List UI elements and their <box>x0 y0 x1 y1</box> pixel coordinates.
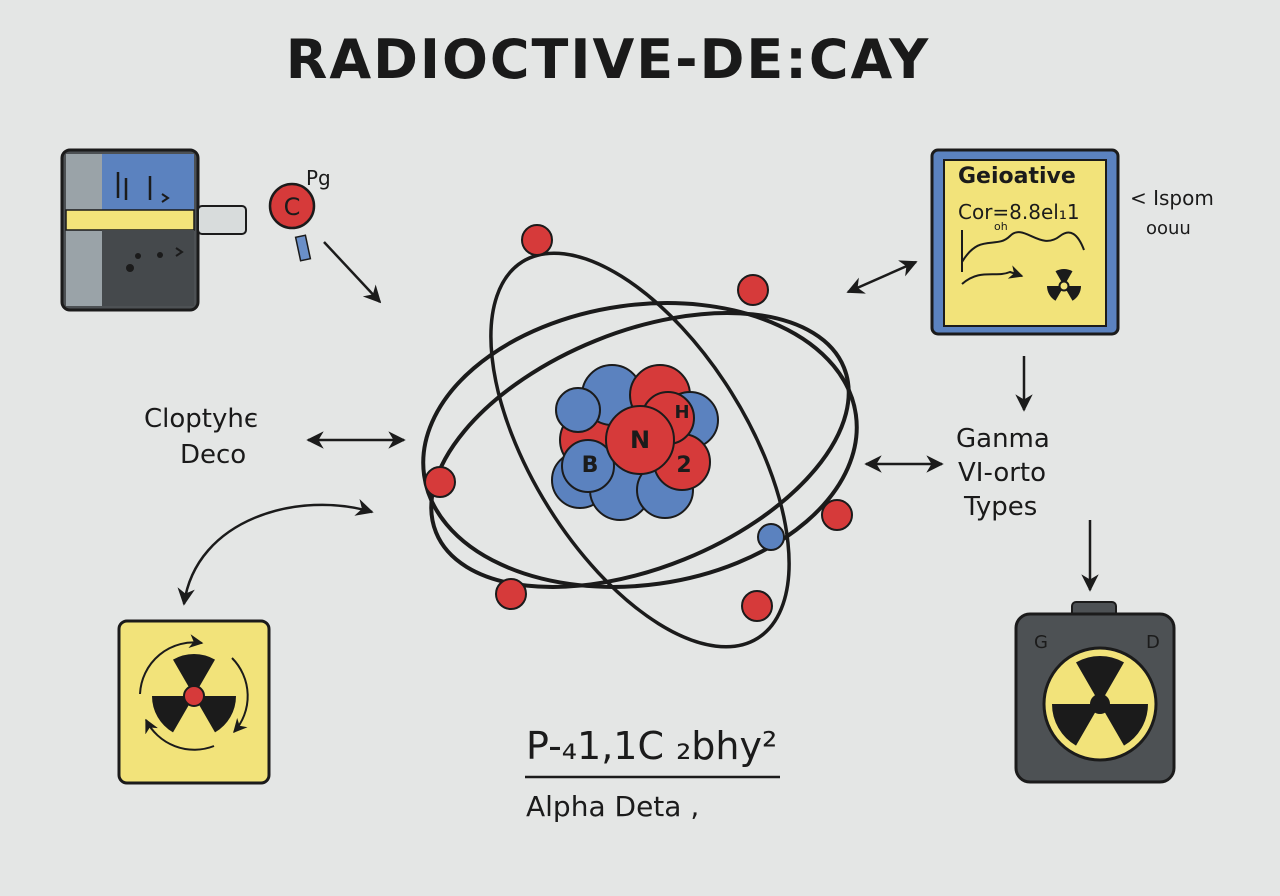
side-note-line1: < Ispom <box>1130 186 1214 210</box>
particle-label: Pg <box>306 166 331 190</box>
right-label-line2: VI-orto <box>958 458 1047 488</box>
detector-needle-icon <box>116 172 152 200</box>
radiation-cycle-panel <box>117 619 271 785</box>
arrow-particle-to-atom <box>323 241 382 304</box>
panel-formula: Cor=8.8el₁1 <box>958 200 1080 224</box>
formula-main: P-₄1,1C ₂bhy² <box>526 724 778 768</box>
device-label-d: D <box>1146 632 1160 653</box>
particle-letter: C <box>283 193 301 221</box>
panel-sub: oh <box>994 220 1008 233</box>
nucleus-label-n: N <box>630 426 650 454</box>
radiation-small-icon <box>1047 269 1081 303</box>
electron <box>821 499 853 531</box>
radiation-device <box>1014 601 1176 784</box>
nucleus-label-h: H <box>674 402 689 423</box>
nucleus: N H B 2 <box>551 364 719 521</box>
electron <box>521 224 553 256</box>
electron <box>495 578 527 610</box>
electron <box>737 274 769 306</box>
electron <box>424 466 456 498</box>
right-label-line3: Types <box>964 492 1038 522</box>
side-note-line2: oouu <box>1146 218 1191 239</box>
radiation-icon <box>139 634 249 751</box>
formula-sub: Alpha Deta , <box>526 790 700 823</box>
nucleus-label-2: 2 <box>676 453 691 478</box>
left-label-line2: Deco <box>180 440 247 470</box>
device-label-g: G <box>1034 632 1048 653</box>
page-title: RADIOCTIVE-DE:CAY <box>285 28 931 91</box>
atom: N H B 2 <box>421 224 859 649</box>
arrow-atom-panel <box>846 260 918 294</box>
radiation-device-icon <box>1042 646 1158 762</box>
left-label-line1: Cloptyhє <box>144 404 259 434</box>
nucleus-label-b: B <box>582 453 599 478</box>
panel-title: Geioative <box>958 164 1076 189</box>
electron-blue <box>757 523 785 551</box>
decay-curve <box>961 231 1085 263</box>
graph-panel <box>930 148 1120 336</box>
right-label-line1: Ganma <box>956 424 1050 454</box>
particle-c <box>268 182 316 262</box>
electron <box>741 590 773 622</box>
detector-device <box>60 148 247 312</box>
arrow-curved-left <box>177 499 374 606</box>
